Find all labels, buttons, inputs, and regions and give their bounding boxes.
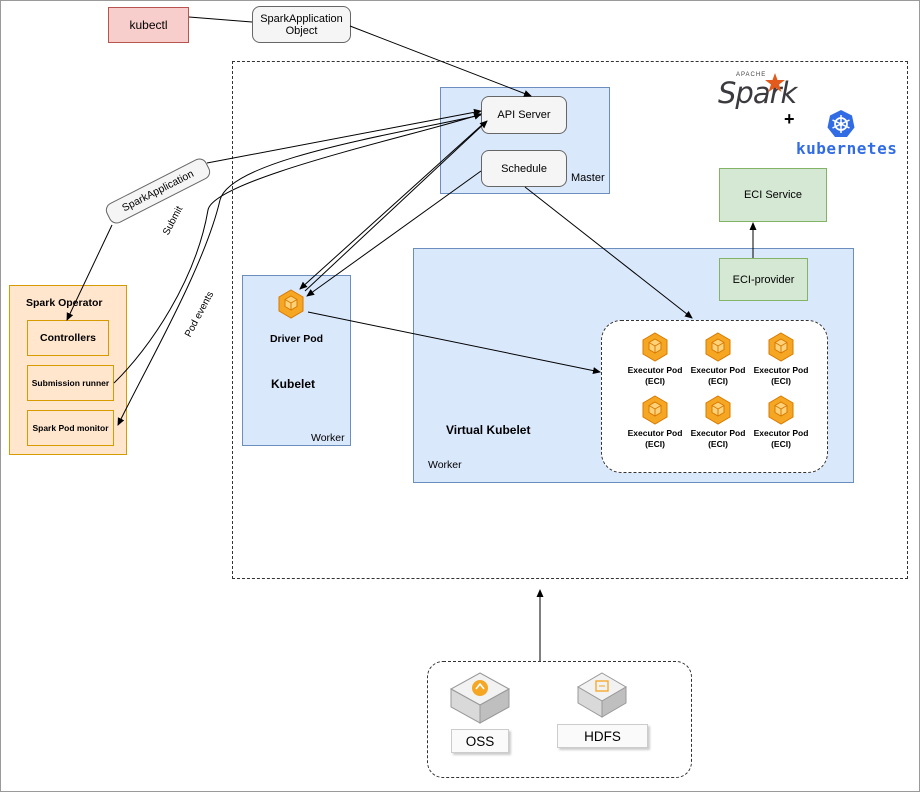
edge-schedule-executors	[524, 186, 693, 319]
worker1-label: Worker	[311, 432, 345, 444]
executor-pod-label: Executor Pod	[627, 428, 683, 438]
spark-logo-word: Spark	[718, 76, 797, 110]
executor-pod[interactable]: Executor Pod(ECI)	[685, 395, 751, 450]
sparkapplication-object-line1: SparkApplication	[260, 12, 343, 25]
executor-pod-sublabel: (ECI)	[771, 376, 791, 386]
executor-pod-label: Executor Pod	[753, 428, 809, 438]
edge-kubectl-object	[188, 16, 253, 23]
oss-label: OSS	[465, 733, 495, 749]
executor-pod[interactable]: Executor Pod(ECI)	[685, 332, 751, 387]
spark-logo: APACHE Spark	[716, 72, 797, 112]
kubernetes-wordmark: kubernetes	[796, 139, 898, 158]
plus-sign: +	[784, 109, 795, 129]
storage-group	[427, 661, 692, 778]
executor-pod[interactable]: Executor Pod(ECI)	[748, 332, 814, 387]
edge-object-apiserver	[349, 25, 532, 97]
eci-provider-label: ECI-provider	[732, 273, 795, 286]
executor-pod[interactable]: Executor Pod(ECI)	[622, 395, 688, 450]
submission-runner-label: Submission runner	[31, 378, 110, 388]
executor-pod-sublabel: (ECI)	[708, 439, 728, 449]
executor-pod-icon	[705, 332, 731, 362]
edge-sparkapp-apiserver	[206, 108, 482, 164]
hdfs-label: HDFS	[584, 728, 621, 744]
executor-pod-sublabel: (ECI)	[708, 376, 728, 386]
executor-pod-label: Executor Pod	[753, 365, 809, 375]
pod-monitor-label: Spark Pod monitor	[32, 423, 109, 433]
sparkapplication-object-line2: Object	[285, 24, 318, 37]
schedule-box[interactable]: Schedule	[481, 150, 567, 187]
executor-pod-icon	[768, 395, 794, 425]
kubectl-box[interactable]: kubectl	[108, 7, 189, 43]
cluster-boundary	[232, 61, 908, 579]
submission-runner-box[interactable]: Submission runner	[27, 365, 114, 401]
eci-service-box[interactable]: ECI Service	[719, 168, 827, 222]
spark-star-icon	[765, 73, 785, 92]
eci-service-label: ECI Service	[743, 189, 803, 201]
kubectl-label: kubectl	[129, 18, 168, 32]
eci-provider-box[interactable]: ECI-provider	[719, 258, 808, 301]
sparkapplication-object-box[interactable]: SparkApplication Object	[252, 6, 351, 43]
api-server-label: API Server	[497, 109, 551, 121]
edge-pod-events	[117, 114, 482, 426]
edge-driver-apiserver	[304, 120, 488, 292]
spark-logo-apache: APACHE	[736, 72, 767, 78]
pod-monitor-box[interactable]: Spark Pod monitor	[27, 410, 114, 446]
kubernetes-helm-icon	[827, 110, 855, 137]
schedule-label: Schedule	[501, 162, 547, 175]
edge-submit	[113, 113, 482, 384]
api-server-box[interactable]: API Server	[481, 96, 567, 134]
edge-driver-executors	[307, 311, 601, 375]
executor-pod-label: Executor Pod	[690, 365, 746, 375]
hdfs-label-box[interactable]: HDFS	[557, 724, 648, 748]
controllers-label: Controllers	[39, 332, 96, 344]
master-label: Master	[571, 172, 605, 184]
executor-pod-sublabel: (ECI)	[645, 439, 665, 449]
hdfs-storage-icon[interactable]	[575, 670, 629, 720]
edge-apiserver-driver	[299, 123, 484, 290]
executor-pod-label: Executor Pod	[690, 428, 746, 438]
executor-pod-icon	[642, 332, 668, 362]
executor-pod-label: Executor Pod	[627, 365, 683, 375]
worker2-label: Worker	[428, 459, 462, 471]
driver-pod-icon[interactable]	[276, 289, 306, 319]
executor-pod-icon	[705, 395, 731, 425]
executor-pod[interactable]: Executor Pod(ECI)	[622, 332, 688, 387]
executor-pod-sublabel: (ECI)	[645, 376, 665, 386]
virtual-kubelet-label: Virtual Kubelet	[446, 423, 531, 437]
spark-operator-title: Spark Operator	[26, 297, 103, 309]
oss-label-box[interactable]: OSS	[451, 729, 509, 753]
kubelet-label: Kubelet	[271, 377, 316, 391]
edge-sparkapp-controllers	[66, 224, 113, 321]
oss-cloud-storage-icon[interactable]	[448, 670, 512, 726]
executor-pod[interactable]: Executor Pod(ECI)	[748, 395, 814, 450]
executor-pod-sublabel: (ECI)	[771, 439, 791, 449]
edge-schedule-driver	[306, 170, 482, 297]
executor-pod-icon	[768, 332, 794, 362]
executor-pod-icon	[642, 395, 668, 425]
driver-pod-label: Driver Pod	[269, 333, 324, 345]
